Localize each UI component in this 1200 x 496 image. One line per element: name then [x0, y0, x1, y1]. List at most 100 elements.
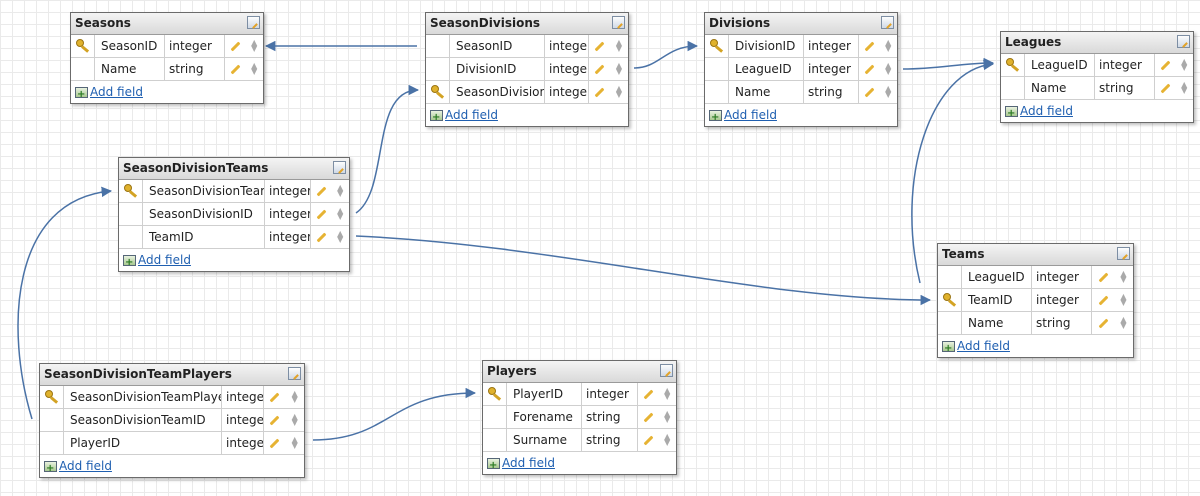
field-name[interactable]: SeasonID	[450, 35, 545, 57]
edit-field-icon[interactable]	[594, 41, 605, 51]
edit-table-icon[interactable]	[612, 16, 625, 29]
relationship-line[interactable]	[355, 235, 932, 306]
field-name[interactable]: PlayerID	[507, 383, 582, 405]
field-type[interactable]: integer	[1032, 289, 1092, 311]
add-field-icon[interactable]	[430, 107, 443, 129]
field-name[interactable]: Name	[729, 81, 804, 103]
edit-table-icon[interactable]	[1177, 35, 1190, 48]
relationship-line[interactable]	[312, 387, 477, 441]
field-name[interactable]: Name	[962, 312, 1032, 334]
field-type[interactable]: integer	[1095, 54, 1155, 76]
relationship-line[interactable]	[355, 84, 420, 214]
reorder-icon[interactable]: ▲▼	[615, 61, 623, 76]
table-header[interactable]: Leagues	[1001, 32, 1193, 54]
field-row[interactable]: SeasonDivisionTeamPlayerIDinteger▲▼	[40, 386, 304, 409]
edit-field-icon[interactable]	[594, 87, 605, 97]
field-type[interactable]: string	[165, 58, 225, 80]
edit-field-icon[interactable]	[316, 232, 327, 242]
edit-table-icon[interactable]	[288, 367, 301, 380]
reorder-icon[interactable]: ▲▼	[337, 229, 344, 244]
edit-field-icon[interactable]	[1160, 60, 1171, 70]
table-season-division-teams[interactable]: SeasonDivisionTeamsSeasonDivisionTeamIDi…	[118, 157, 350, 274]
field-name[interactable]: TeamID	[143, 226, 265, 248]
reorder-icon[interactable]: ▲▼	[337, 206, 344, 221]
edit-field-icon[interactable]	[1098, 295, 1108, 305]
add-field-link[interactable]: Add field	[445, 108, 498, 122]
add-field-link[interactable]: Add field	[59, 459, 112, 473]
edit-table-icon[interactable]	[1117, 247, 1130, 260]
reorder-icon[interactable]: ▲▼	[291, 435, 298, 450]
field-name[interactable]: LeagueID	[1025, 54, 1095, 76]
reorder-icon[interactable]: ▲▼	[615, 38, 623, 53]
reorder-icon[interactable]: ▲▼	[1181, 57, 1188, 72]
reorder-icon[interactable]: ▲▼	[291, 412, 298, 427]
edit-field-icon[interactable]	[864, 41, 875, 51]
table-header[interactable]: Seasons	[71, 13, 263, 35]
table-header[interactable]: SeasonDivisionTeams	[119, 158, 349, 180]
reorder-icon[interactable]: ▲▼	[664, 409, 671, 424]
field-type[interactable]: string	[1095, 77, 1155, 99]
field-name[interactable]: SeasonDivisionTeamID	[64, 409, 222, 431]
relationship-line[interactable]	[633, 40, 699, 69]
reorder-icon[interactable]: ▲▼	[664, 386, 671, 401]
reorder-icon[interactable]: ▲▼	[251, 38, 258, 53]
add-field-icon[interactable]	[487, 455, 500, 477]
add-field-link[interactable]: Add field	[502, 456, 555, 470]
reorder-icon[interactable]: ▲▼	[885, 38, 892, 53]
field-name[interactable]: TeamID	[962, 289, 1032, 311]
field-type[interactable]: integer	[545, 81, 589, 103]
field-type[interactable]: integer	[804, 58, 859, 80]
table-header[interactable]: Players	[483, 361, 676, 383]
field-name[interactable]: SeasonDivisionTeamPlayerID	[64, 386, 222, 408]
add-field-icon[interactable]	[75, 84, 88, 106]
edit-table-icon[interactable]	[247, 16, 260, 29]
field-type[interactable]: string	[1032, 312, 1092, 334]
add-field-link[interactable]: Add field	[90, 85, 143, 99]
field-type[interactable]: integer	[582, 383, 638, 405]
reorder-icon[interactable]: ▲▼	[664, 432, 671, 447]
edit-field-icon[interactable]	[594, 64, 605, 74]
field-type[interactable]: string	[582, 429, 638, 451]
reorder-icon[interactable]: ▲▼	[251, 61, 258, 76]
reorder-icon[interactable]: ▲▼	[291, 389, 298, 404]
edit-field-icon[interactable]	[316, 209, 327, 219]
field-name[interactable]: PlayerID	[64, 432, 222, 454]
reorder-icon[interactable]: ▲▼	[1120, 315, 1127, 330]
field-name[interactable]: SeasonDivisionID	[450, 81, 545, 103]
edit-field-icon[interactable]	[643, 435, 654, 445]
field-name[interactable]: SeasonID	[95, 35, 165, 57]
field-type[interactable]: string	[582, 406, 638, 428]
field-row[interactable]: SeasonDivisionTeamIDinteger▲▼	[40, 409, 304, 432]
field-type[interactable]: integer	[265, 203, 311, 225]
edit-field-icon[interactable]	[864, 87, 875, 97]
reorder-icon[interactable]: ▲▼	[885, 61, 892, 76]
field-type[interactable]: integer	[265, 180, 311, 202]
reorder-icon[interactable]: ▲▼	[1120, 269, 1127, 284]
reorder-icon[interactable]: ▲▼	[885, 84, 892, 99]
field-type[interactable]: integer	[165, 35, 225, 57]
field-type[interactable]: integer	[265, 226, 311, 248]
field-type[interactable]: integer	[545, 35, 589, 57]
add-field-icon[interactable]	[942, 338, 955, 360]
edit-table-icon[interactable]	[333, 161, 346, 174]
table-leagues[interactable]: LeaguesLeagueIDinteger▲▼Namestring▲▼Add …	[1000, 31, 1194, 125]
field-name[interactable]: LeagueID	[962, 266, 1032, 288]
reorder-icon[interactable]: ▲▼	[1120, 292, 1127, 307]
reorder-icon[interactable]: ▲▼	[615, 84, 623, 99]
relationship-line[interactable]	[902, 57, 995, 70]
add-field-link[interactable]: Add field	[957, 339, 1010, 353]
